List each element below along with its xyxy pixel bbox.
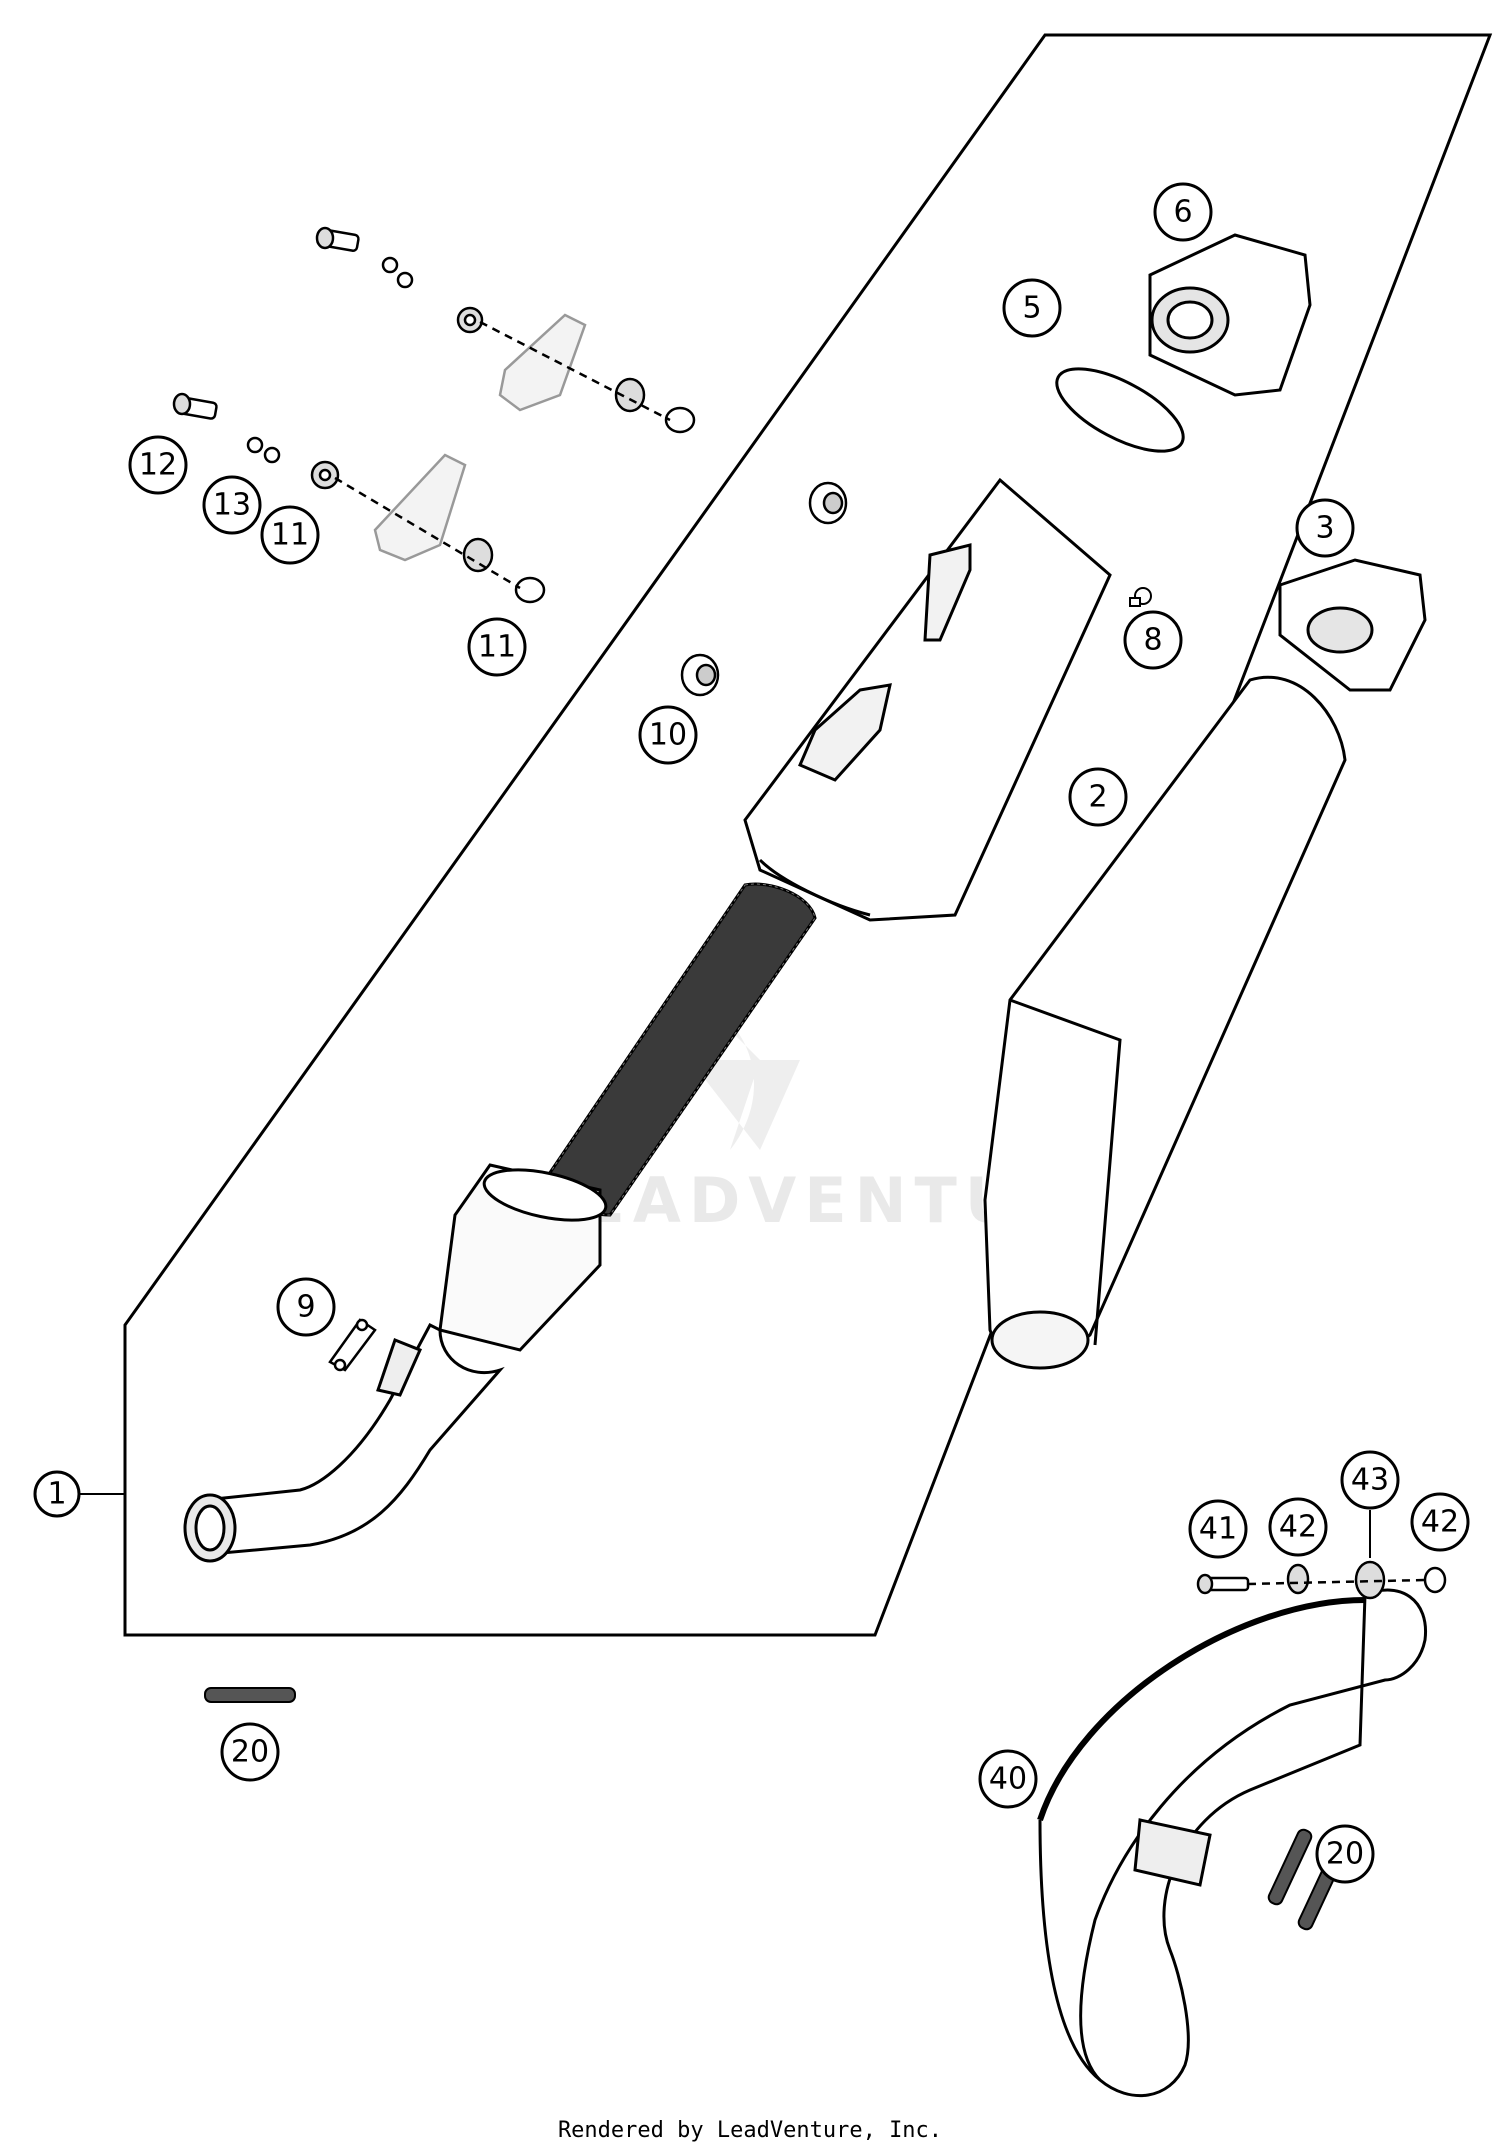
callout-label-20b: 20: [1326, 1837, 1364, 1872]
callout-1: [33, 1470, 81, 1518]
callout-40: [978, 1749, 1038, 1809]
callout-label-12: 12: [139, 448, 177, 483]
callout-label-8: 8: [1143, 623, 1162, 658]
header-pipe-assembly: [183, 1163, 608, 1563]
callouts: [33, 182, 1470, 1884]
footer-credit: Rendered by LeadVenture, Inc.: [557, 2118, 943, 2143]
manifold-hardware: [1196, 1560, 1447, 1600]
end-cap-inner: [1278, 558, 1427, 692]
callout-12: [128, 435, 188, 495]
callout-label-41: 41: [1199, 1512, 1237, 1547]
callout-8: [1123, 610, 1183, 670]
grommets: [680, 481, 848, 697]
callout-20a: [220, 1722, 280, 1782]
small-screw: [1129, 587, 1152, 607]
clamp: [328, 1318, 377, 1372]
callout-42b: [1410, 1492, 1470, 1552]
muffler-inner-housing: [743, 477, 1112, 922]
callout-10: [638, 705, 698, 765]
callout-label-9: 9: [296, 1290, 315, 1325]
callout-label-42b: 42: [1421, 1505, 1459, 1540]
callout-labels: 1 2 3 5 6 8 9 10 11 11 12 13 20 20 40 41…: [47, 195, 1459, 1872]
callout-42a: [1268, 1497, 1328, 1557]
callout-label-10: 10: [649, 718, 687, 753]
callout-43: [1340, 1450, 1400, 1510]
leader-lines: [78, 1493, 1371, 1558]
callout-11b: [467, 617, 527, 677]
end-cap-outer: [1148, 233, 1312, 397]
callout-label-20a: 20: [231, 1735, 269, 1770]
callout-13: [202, 475, 262, 535]
muffler-outer-shell: [983, 675, 1347, 1370]
watermark-logo-mark: [690, 1000, 800, 1150]
callout-20b: [1315, 1824, 1375, 1884]
callout-label-3: 3: [1315, 511, 1334, 546]
callout-label-43: 43: [1351, 1463, 1389, 1498]
callout-label-11a: 11: [271, 518, 309, 553]
callout-9: [276, 1277, 336, 1337]
callout-11a: [260, 505, 320, 565]
callout-label-40: 40: [989, 1762, 1027, 1797]
callout-2: [1068, 767, 1128, 827]
callout-label-11b: 11: [478, 630, 516, 665]
callout-label-2: 2: [1088, 780, 1107, 815]
callout-41: [1188, 1499, 1248, 1559]
callout-label-6: 6: [1173, 195, 1192, 230]
callout-label-5: 5: [1022, 291, 1041, 326]
callout-5: [1002, 278, 1062, 338]
upper-bracket-hardware: [315, 226, 696, 434]
callout-label-1: 1: [47, 1477, 66, 1512]
manifold-pipe: [1037, 1588, 1428, 2097]
callout-label-13: 13: [213, 488, 251, 523]
callout-3: [1295, 498, 1355, 558]
lower-bracket-hardware: [172, 392, 546, 604]
assembly-outline: [123, 33, 1493, 1637]
callout-6: [1153, 182, 1213, 242]
callout-label-42a: 42: [1279, 1510, 1317, 1545]
o-ring: [1055, 367, 1185, 453]
